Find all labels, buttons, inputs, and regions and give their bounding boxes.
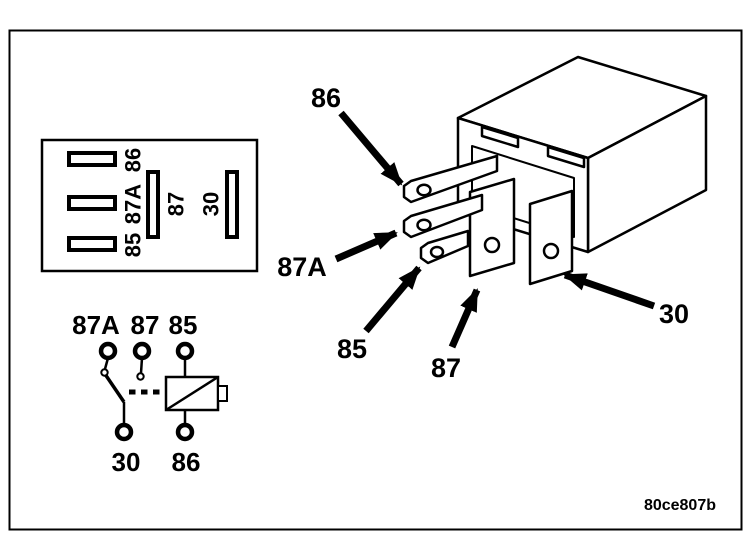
figure-border: [8, 29, 743, 531]
blade-hole-87: [483, 236, 501, 254]
schematic-label-85: 85: [169, 310, 198, 340]
callout-label-30: 30: [659, 299, 689, 329]
terminal-blade-87: [468, 177, 516, 278]
schematic-coil-tab: [217, 385, 228, 402]
schematic-contact-87a: [100, 368, 109, 377]
schematic-coil-diagonal: [165, 375, 219, 412]
socket-pinout-diagram: 86 87A 85 87 30: [40, 138, 259, 273]
schematic-terminal-85: [175, 341, 195, 361]
callouts: 86 87A 85 87 30: [277, 83, 689, 383]
socket-slot-85: [67, 236, 117, 252]
callout-arrow-85: [363, 265, 422, 334]
relay-vent-slot-right: [546, 145, 586, 169]
schematic-terminal-86: [175, 422, 195, 442]
blade-hole-85: [429, 245, 445, 259]
callout-label-87: 87: [431, 353, 461, 383]
schematic-terminal-87a: [98, 341, 118, 361]
callout-label-86: 86: [311, 83, 341, 113]
callout-arrow-86: [338, 110, 404, 187]
schematic-wire-87a: [103, 357, 110, 370]
socket-slot-86: [67, 151, 117, 167]
socket-pin-label-87: 87: [164, 192, 189, 216]
figure-code: 80ce807b: [644, 497, 716, 514]
relay-isometric-view: [402, 55, 708, 286]
callout-arrow-87a: [334, 229, 398, 263]
schematic-terminal-30: [114, 422, 134, 442]
schematic-wire-87: [139, 357, 144, 374]
callout-label-85: 85: [337, 334, 367, 364]
callout-label-87a: 87A: [277, 252, 327, 282]
socket-pin-label-86: 86: [121, 148, 146, 172]
socket-slot-87a: [67, 195, 117, 211]
schematic-label-87a: 87A: [72, 310, 120, 340]
relay-vent-slot-left: [480, 125, 520, 149]
blade-hole-87a: [416, 218, 432, 232]
terminal-blade-85: [419, 229, 470, 265]
callout-arrow-87: [448, 288, 481, 349]
blade-hole-30: [542, 242, 560, 260]
callout-arrow-30: [563, 271, 656, 310]
socket-slot-87: [146, 170, 160, 239]
terminal-blade-30: [528, 189, 574, 286]
schematic-label-86: 86: [172, 447, 201, 477]
socket-pin-label-30: 30: [199, 192, 224, 216]
schematic-switch-arm: [104, 374, 126, 403]
relay-schematic: 87A 87 85 30 86: [72, 310, 228, 477]
schematic-contact-87: [136, 372, 145, 381]
blade-hole-86: [416, 183, 432, 197]
schematic-label-87: 87: [131, 310, 160, 340]
schematic-label-30: 30: [112, 447, 141, 477]
schematic-terminal-87: [132, 341, 152, 361]
socket-pin-label-85: 85: [121, 233, 146, 257]
socket-slot-30: [225, 170, 239, 239]
socket-outline: [40, 138, 259, 273]
socket-pin-label-87a: 87A: [121, 184, 146, 224]
